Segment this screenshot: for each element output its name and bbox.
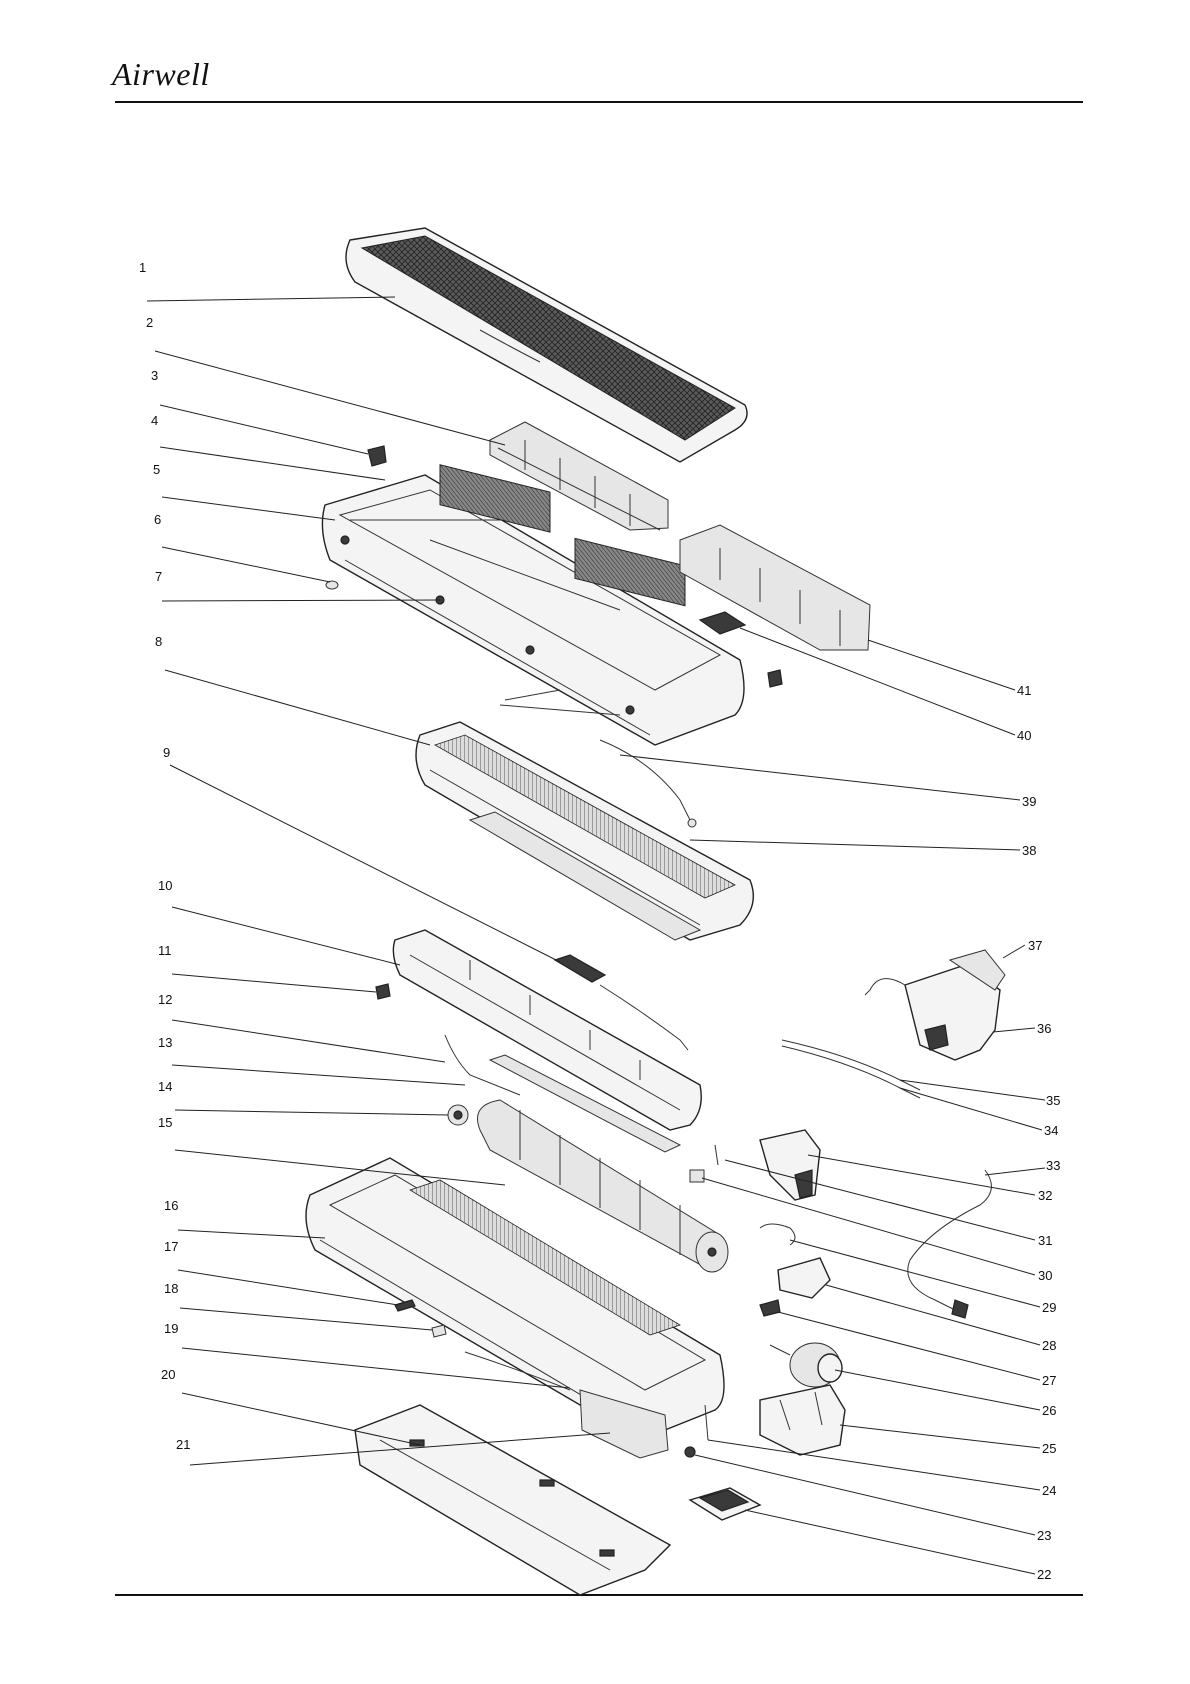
callout-10: 10 (158, 878, 172, 893)
callout-37: 37 (1028, 938, 1042, 953)
callout-32: 32 (1038, 1188, 1052, 1203)
callout-4: 4 (151, 413, 158, 428)
callout-15: 15 (158, 1115, 172, 1130)
part-louver-assembly (393, 930, 701, 1130)
callout-6: 6 (154, 512, 161, 527)
callout-23: 23 (1037, 1528, 1051, 1543)
callout-36: 36 (1037, 1021, 1051, 1036)
callout-39: 39 (1022, 794, 1036, 809)
part-electric-box (865, 950, 1005, 1060)
part-small-clip (376, 984, 390, 999)
callouts-left: 1 2 3 4 5 6 7 8 9 10 11 12 13 14 15 16 1… (139, 260, 190, 1452)
callout-9: 9 (163, 745, 170, 760)
callout-21: 21 (176, 1437, 190, 1452)
callout-34: 34 (1044, 1123, 1058, 1138)
callout-2: 2 (146, 315, 153, 330)
callout-27: 27 (1042, 1373, 1056, 1388)
part-step-motor (690, 1130, 820, 1200)
callouts-right: 41 40 39 38 37 36 35 34 33 32 31 30 29 2… (1017, 683, 1060, 1582)
callout-20: 20 (161, 1367, 175, 1382)
callout-7: 7 (155, 569, 162, 584)
callout-31: 31 (1038, 1233, 1052, 1248)
callout-12: 12 (158, 992, 172, 1007)
callout-35: 35 (1046, 1093, 1060, 1108)
callout-5: 5 (153, 462, 160, 477)
callout-28: 28 (1042, 1338, 1056, 1353)
callout-13: 13 (158, 1035, 172, 1050)
callout-16: 16 (164, 1198, 178, 1213)
part-clip (368, 446, 386, 466)
part-sensor-cables (782, 1040, 920, 1098)
part-clip-29 (760, 1224, 795, 1245)
part-remote-control (690, 1488, 760, 1520)
callout-8: 8 (155, 634, 162, 649)
callout-3: 3 (151, 368, 158, 383)
callout-17: 17 (164, 1239, 178, 1254)
part-motor-clamp (760, 1258, 830, 1316)
callout-40: 40 (1017, 728, 1031, 743)
part-motor-bracket (760, 1385, 845, 1455)
callout-30: 30 (1038, 1268, 1052, 1283)
callout-29: 29 (1042, 1300, 1056, 1315)
callout-14: 14 (158, 1079, 172, 1094)
callout-19: 19 (164, 1321, 178, 1336)
part-filter-right (680, 525, 870, 650)
callout-33: 33 (1046, 1158, 1060, 1173)
part-bearing (448, 1105, 468, 1125)
callout-22: 22 (1037, 1567, 1051, 1582)
callout-18: 18 (164, 1281, 178, 1296)
part-small-plate (700, 612, 745, 634)
part-clip-right (768, 670, 782, 687)
callout-1: 1 (139, 260, 146, 275)
callout-41: 41 (1017, 683, 1031, 698)
part-power-cord (908, 1170, 992, 1318)
part-screw-cap (326, 581, 338, 589)
callout-11: 11 (158, 943, 172, 958)
part-fan-motor (770, 1343, 842, 1387)
part-front-frame (322, 465, 744, 745)
callout-26: 26 (1042, 1403, 1056, 1418)
callout-25: 25 (1042, 1441, 1056, 1456)
callout-24: 24 (1042, 1483, 1056, 1498)
callout-38: 38 (1022, 843, 1036, 858)
part-front-panel (346, 228, 747, 462)
